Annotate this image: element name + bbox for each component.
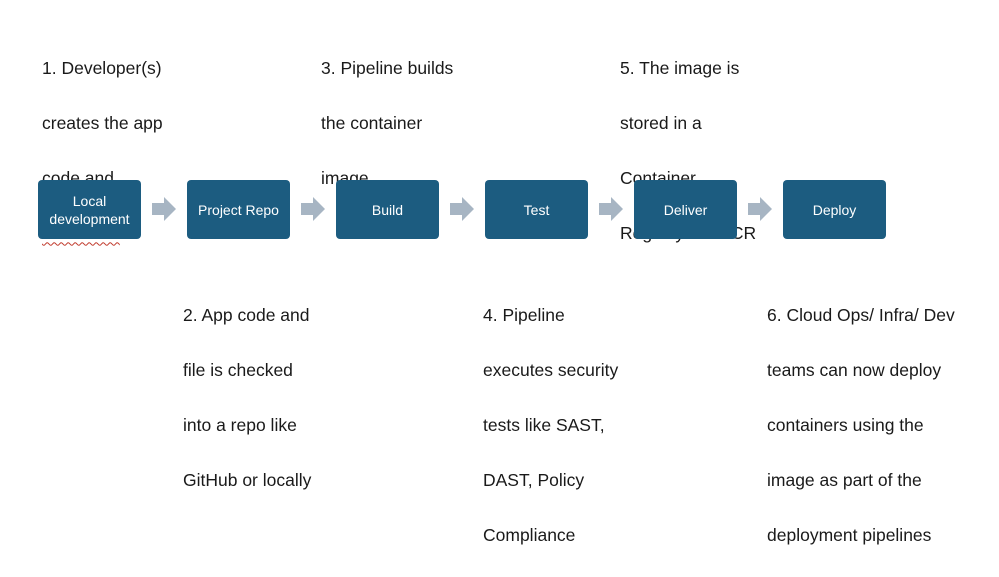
step-3-line-2: the container [321,112,423,133]
step-6-line-2: teams can now deploy [767,359,942,380]
step-2-line-2: file is checked [183,359,293,380]
stage-test: Test [485,180,588,239]
step-4-line-4: DAST, Policy [483,469,585,490]
stage-deploy: Deploy [783,180,886,239]
step-2-note: 2. App code and file is checked into a r… [183,274,311,522]
arrow-right-icon [301,197,325,221]
pipeline-diagram: 1. Developer(s) creates the app code and… [38,27,955,545]
step-4-line-2: executes security [483,359,619,380]
stage-local-development: Local development [38,180,141,239]
step-6-line-4: image as part of the [767,469,922,490]
step-4-line-5: Compliance [483,524,576,545]
arrow-right-icon [748,197,772,221]
step-5-line-1: 5. The image is [620,57,740,78]
step-3-line-1: 3. Pipeline builds [321,57,454,78]
step-3-note: 3. Pipeline builds the container image [321,27,453,220]
step-1-line-2: creates the app [42,112,163,133]
arrow-right-icon [450,197,474,221]
stage-build: Build [336,180,439,239]
step-4-note: 4. Pipeline executes security tests like… [483,274,618,577]
stage-deliver: Deliver [634,180,737,239]
step-6-note: 6. Cloud Ops/ Infra/ Dev teams can now d… [767,274,955,577]
step-6-line-3: containers using the [767,414,924,435]
arrow-right-icon [599,197,623,221]
step-2-line-1: 2. App code and [183,304,310,325]
step-1-line-1: 1. Developer(s) [42,57,162,78]
step-2-line-3: into a repo like [183,414,297,435]
stage-project-repo: Project Repo [187,180,290,239]
step-6-line-1: 6. Cloud Ops/ Infra/ Dev [767,304,955,325]
step-4-line-3: tests like SAST, [483,414,605,435]
step-2-line-4: GitHub or locally [183,469,312,490]
step-4-line-1: 4. Pipeline [483,304,565,325]
arrow-right-icon [152,197,176,221]
step-5-line-2: stored in a [620,112,702,133]
step-6-line-5: deployment pipelines [767,524,932,545]
